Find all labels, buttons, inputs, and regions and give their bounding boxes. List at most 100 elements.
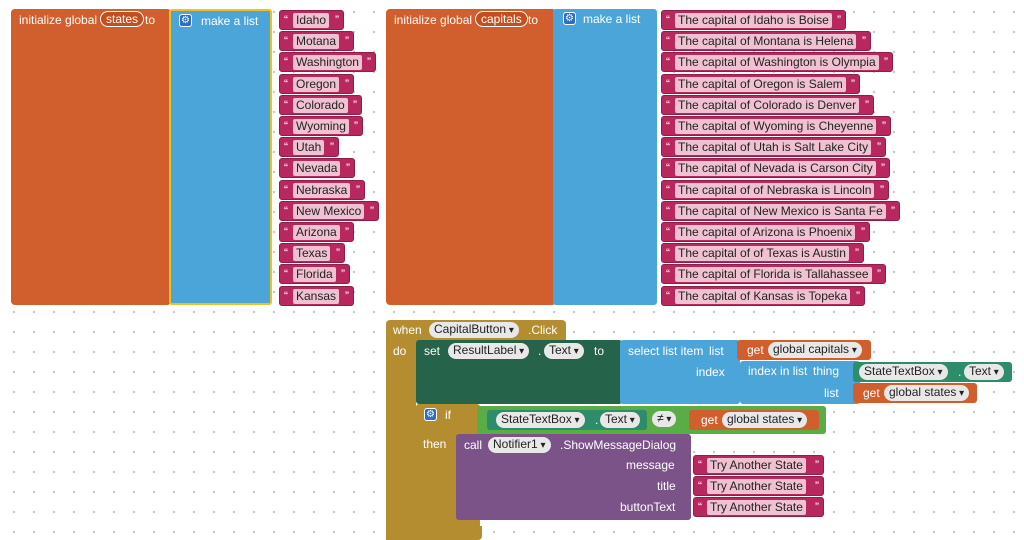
text-literal-value[interactable]: The capital of Utah is Salt Lake City — [675, 140, 872, 156]
text-literal-block[interactable]: “The capital of of Texas is Austin” — [661, 243, 864, 264]
text-literal-value[interactable]: The capital of Wyoming is Cheyenne — [675, 119, 877, 134]
text-literal-block[interactable]: “The capital of Florida is Tallahassee” — [661, 264, 886, 285]
text-literal-value[interactable]: Kansas — [293, 288, 340, 304]
title-text-literal[interactable]: “ Try Another State ” — [693, 476, 824, 496]
title-text-value[interactable]: Try Another State — [707, 479, 806, 494]
textbox-component-dropdown[interactable]: StateTextBox — [859, 364, 948, 380]
text-literal-value[interactable]: Wyoming — [293, 119, 349, 134]
global-capitals-dropdown[interactable]: global capitals — [768, 342, 862, 358]
button-text-literal[interactable]: “ Try Another State ” — [693, 497, 824, 517]
text-literal-block[interactable]: “The capital of Oregon is Salem” — [661, 73, 860, 94]
text-literal-block[interactable]: “Colorado” — [279, 94, 362, 115]
text-literal-block[interactable]: “Nevada” — [279, 158, 355, 179]
open-quote-icon: “ — [666, 225, 670, 239]
open-quote-icon: “ — [666, 76, 670, 91]
text-literal-block[interactable]: “Idaho” — [279, 10, 344, 30]
text-literal-value[interactable]: Oregon — [293, 76, 340, 92]
init-global-capitals-block[interactable]: initialize global capitals to — [386, 9, 556, 305]
text-literal-value[interactable]: The capital of Arizona is Phoenix — [675, 225, 856, 240]
statetextbox-text-getter-if[interactable]: StateTextBox . Text — [487, 410, 647, 430]
open-quote-icon: “ — [284, 267, 288, 282]
global-states-dropdown[interactable]: global states — [722, 412, 808, 428]
make-a-list-block-capitals[interactable]: ⚙ make a list — [553, 9, 657, 305]
set-component-dropdown[interactable]: ResultLabel — [448, 343, 530, 359]
text-literal-block[interactable]: “Nebraska” — [279, 179, 365, 200]
select-list-item-block[interactable]: select list item list index — [620, 340, 740, 404]
text-literal-value[interactable]: The capital of Florida is Tallahassee — [675, 267, 872, 283]
get-global-capitals-block[interactable]: get global capitals — [737, 340, 871, 360]
call-notifier-show-message-dialog-block[interactable]: call Notifier1 .ShowMessageDialog messag… — [456, 434, 691, 520]
text-literal-value[interactable]: The capital of Oregon is Salem — [675, 76, 846, 92]
text-literal-block[interactable]: “The capital of of Nebraska is Lincoln” — [661, 179, 889, 200]
text-literal-value[interactable]: Idaho — [293, 13, 330, 28]
text-literal-value[interactable]: The capital of of Nebraska is Lincoln — [675, 182, 875, 198]
textbox-property-dropdown[interactable]: Text — [964, 364, 1004, 380]
text-literal-block[interactable]: “The capital of Wyoming is Cheyenne” — [661, 116, 891, 136]
make-a-list-block-states[interactable]: ⚙ make a list — [169, 9, 272, 305]
mutator-gear-icon[interactable]: ⚙ — [563, 12, 576, 25]
text-literal-value[interactable]: The capital of of Texas is Austin — [675, 246, 849, 262]
global-states-dropdown[interactable]: global states — [884, 385, 970, 401]
close-quote-icon: ” — [877, 267, 881, 282]
set-property-dropdown[interactable]: Text — [544, 343, 584, 359]
text-literal-block[interactable]: “Utah” — [279, 137, 339, 158]
text-literal-block[interactable]: “The capital of Idaho is Boise” — [661, 10, 846, 30]
text-literal-block[interactable]: “The capital of Montana is Helena” — [661, 31, 871, 52]
text-literal-block[interactable]: “The capital of Arizona is Phoenix” — [661, 222, 870, 242]
mutator-gear-icon[interactable]: ⚙ — [179, 14, 192, 27]
notifier-component-dropdown[interactable]: Notifier1 — [488, 437, 551, 453]
text-literal-block[interactable]: “Motana” — [279, 31, 354, 52]
message-text-value[interactable]: Try Another State — [707, 458, 806, 473]
text-literal-value[interactable]: The capital of New Mexico is Santa Fe — [675, 203, 886, 219]
get-global-states-if-block[interactable]: get global states — [689, 410, 819, 430]
index-in-list-block[interactable]: index in list thing list — [740, 361, 860, 404]
message-text-literal[interactable]: “ Try Another State ” — [693, 455, 824, 475]
text-literal-block[interactable]: “The capital of Utah is Salt Lake City” — [661, 137, 886, 158]
text-literal-block[interactable]: “Oregon” — [279, 73, 354, 94]
text-literal-value[interactable]: Nevada — [293, 161, 341, 177]
text-literal-value[interactable]: Florida — [293, 267, 336, 283]
statetextbox-text-getter[interactable]: StateTextBox . Text — [853, 362, 1012, 382]
compare-operator-dropdown[interactable]: ≠ — [652, 411, 677, 427]
text-literal-value[interactable]: The capital of Colorado is Denver — [675, 97, 860, 113]
text-literal-block[interactable]: “The capital of New Mexico is Santa Fe” — [661, 200, 900, 221]
text-literal-value[interactable]: Arizona — [293, 225, 340, 240]
text-literal-block[interactable]: “The capital of Kansas is Topeka” — [661, 285, 865, 306]
text-literal-block[interactable]: “Wyoming” — [279, 116, 363, 136]
text-literal-block[interactable]: “Kansas” — [279, 285, 354, 306]
text-literal-value[interactable]: Washington — [293, 55, 362, 71]
text-literal-value[interactable]: New Mexico — [293, 203, 365, 219]
var-name-field[interactable]: states — [100, 11, 145, 27]
when-click-event-block[interactable]: when CapitalButton .Click — [386, 320, 566, 342]
component-dropdown[interactable]: CapitalButton — [429, 322, 519, 338]
textbox-component-dropdown[interactable]: StateTextBox — [496, 412, 585, 428]
text-literal-block[interactable]: “The capital of Washington is Olympia” — [661, 52, 893, 73]
init-global-states-block[interactable]: initialize global states to — [11, 9, 171, 305]
text-literal-value[interactable]: The capital of Washington is Olympia — [675, 55, 879, 71]
text-literal-value[interactable]: Nebraska — [293, 182, 351, 198]
text-literal-value[interactable]: The capital of Kansas is Topeka — [675, 288, 851, 304]
open-quote-icon: “ — [284, 13, 288, 27]
text-literal-block[interactable]: “New Mexico” — [279, 200, 379, 221]
text-literal-block[interactable]: “Arizona” — [279, 222, 354, 242]
text-literal-value[interactable]: The capital of Idaho is Boise — [675, 13, 832, 28]
close-quote-icon: ” — [855, 246, 859, 261]
button-text-value[interactable]: Try Another State — [707, 500, 806, 515]
text-literal-block[interactable]: “Washington” — [279, 52, 376, 73]
text-literal-value[interactable]: The capital of Nevada is Carson City — [675, 161, 876, 177]
text-literal-block[interactable]: “The capital of Colorado is Denver” — [661, 94, 874, 115]
text-literal-block[interactable]: “The capital of Nevada is Carson City” — [661, 158, 890, 179]
var-name-field[interactable]: capitals — [475, 11, 528, 27]
text-literal-value[interactable]: Motana — [293, 34, 340, 50]
text-literal-value[interactable]: Texas — [293, 246, 331, 262]
textbox-property-dropdown[interactable]: Text — [600, 412, 640, 428]
if-mutator-gear-icon[interactable]: ⚙ — [424, 408, 437, 421]
get-global-states-block[interactable]: get global states — [853, 383, 977, 403]
text-literal-value[interactable]: Colorado — [293, 97, 348, 113]
close-quote-icon: ” — [346, 161, 350, 176]
text-literal-value[interactable]: The capital of Montana is Helena — [675, 34, 857, 50]
text-literal-block[interactable]: “Texas” — [279, 243, 345, 264]
text-literal-block[interactable]: “Florida” — [279, 264, 350, 285]
text-literal-value[interactable]: Utah — [293, 140, 325, 156]
set-resultlabel-text-block[interactable]: set ResultLabel . Text to — [416, 340, 622, 404]
